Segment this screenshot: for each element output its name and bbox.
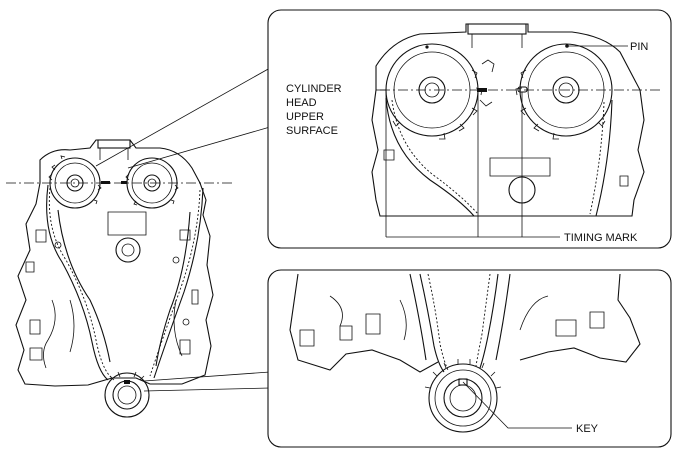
cylinder-head-label-line1: CYLINDER — [286, 83, 342, 95]
lower-callout-leader-b — [143, 387, 271, 392]
timing-chain — [48, 187, 201, 379]
cam-timing-mark — [101, 181, 110, 184]
key-label: KEY — [576, 423, 599, 435]
pin-label: PIN — [630, 41, 648, 53]
crank-detail-callout: KEY — [267, 269, 672, 448]
intake-cam-sprocket — [125, 157, 179, 209]
crank-key — [458, 378, 468, 386]
cylinder-head-label-line3: UPPER — [286, 111, 324, 123]
engine-outline — [15, 139, 214, 387]
cam-cover-cap — [97, 139, 131, 149]
cylinder-head-label-line4: SURFACE — [286, 125, 338, 137]
cylinder-head-label-line2: HEAD — [286, 97, 317, 109]
chain-guide-right — [155, 211, 191, 367]
upper-callout-leader-a — [95, 67, 271, 167]
key-leader — [462, 381, 572, 429]
cam-detail-frame — [267, 9, 672, 249]
engine-front-view — [6, 67, 271, 418]
cam-detail-head-outline — [371, 23, 645, 217]
lower-callout-leader-a — [143, 371, 271, 382]
chain-guide-left — [57, 209, 111, 363]
cam-detail-right-sprocket — [515, 43, 613, 140]
oil-pump-boss — [115, 237, 141, 263]
cam-detail-cap — [467, 23, 527, 35]
crank-detail-sprocket — [424, 359, 502, 433]
timing-mark-label: TIMING MARK — [564, 232, 638, 244]
exhaust-cam-sprocket — [48, 155, 102, 209]
cam-detail-callout: PIN CYLINDER HEAD UPPER SURFACE TIMING M… — [267, 9, 672, 249]
crankshaft-sprocket — [104, 371, 150, 418]
upper-callout-leader-b — [127, 126, 271, 169]
crank-detail-frame — [267, 269, 672, 448]
timing-mark-slot — [517, 86, 528, 93]
